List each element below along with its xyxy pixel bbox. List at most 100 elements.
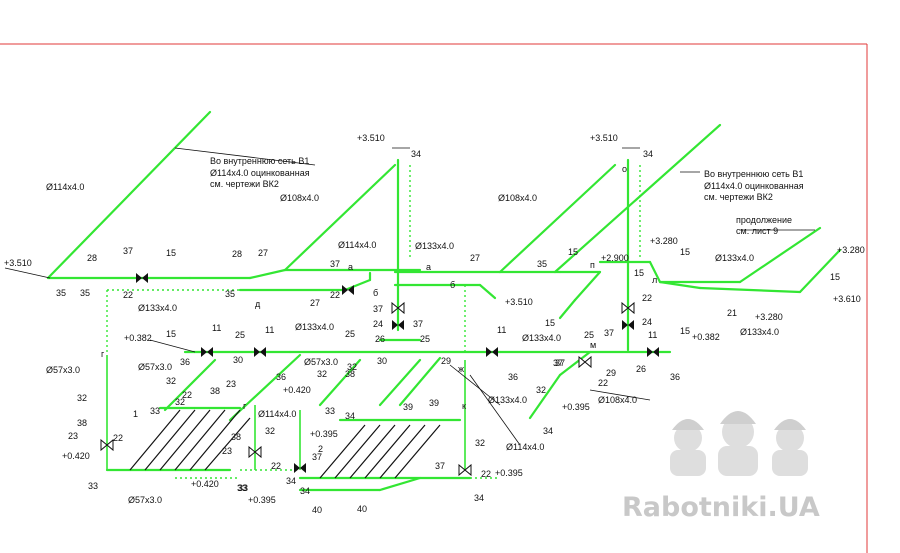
valve-symbol (486, 347, 498, 357)
point-letter: м (590, 340, 596, 350)
item-number: 22 (123, 290, 133, 300)
item-number: 26 (636, 364, 646, 374)
item-number: 32 (347, 362, 357, 372)
point-letter: а (426, 262, 431, 272)
item-number: 40 (312, 505, 322, 515)
item-number: 37 (435, 461, 445, 471)
item-number: 38 (345, 369, 355, 379)
pipe-label: Ø108х4.0 (598, 395, 637, 405)
item-number: 36 (508, 372, 518, 382)
item-number: 15 (568, 247, 578, 257)
valve-symbol (201, 347, 213, 357)
pipe-label: Ø133х4.0 (715, 253, 754, 263)
point-letter: г (101, 349, 105, 359)
item-number: 35 (56, 288, 66, 298)
item-number: 35 (537, 259, 547, 269)
item-number: 21 (727, 308, 737, 318)
item-number: 22 (481, 469, 491, 479)
point-letter: г (243, 401, 247, 411)
item-number: 38 (210, 386, 220, 396)
pipe-label: Ø133х4.0 (295, 322, 334, 332)
elevation-label: +2.900 (601, 253, 629, 263)
valve-symbol (100, 438, 114, 452)
point-letter: п (590, 260, 595, 270)
item-number: 15 (166, 329, 176, 339)
item-number: 27 (470, 253, 480, 263)
note-left-top: Во внутреннюю сеть В1 (210, 156, 309, 166)
pipe-label: Ø114х4.0 (506, 442, 544, 452)
item-number: 37 (373, 304, 383, 314)
point-letter: к (462, 401, 466, 411)
item-number: 39 (429, 398, 439, 408)
item-number: 37 (123, 246, 133, 256)
item-number: 27 (258, 248, 268, 258)
pipe-label: Ø57х3.0 (304, 357, 338, 367)
point-letter: л (652, 275, 657, 285)
item-number: 37 (413, 319, 423, 329)
item-number: 22 (271, 461, 281, 471)
pipe-label: Ø108х4.0 (498, 193, 537, 203)
item-number: 22 (113, 433, 123, 443)
item-number: 22 (330, 290, 340, 300)
item-number: 25 (584, 330, 594, 340)
item-number: 30 (233, 355, 243, 365)
elevation-label: +0.395 (562, 402, 590, 412)
item-number: 23 (222, 446, 232, 456)
elevation-label: +3.610 (833, 294, 861, 304)
item-number: 11 (212, 323, 221, 333)
valve-symbol (622, 320, 634, 330)
item-number: 22 (598, 378, 608, 388)
elevation-label: +3.280 (755, 312, 783, 322)
item-number: 32 (77, 393, 87, 403)
note-right-mid: Ø114х4.0 оцинкованная (704, 181, 804, 191)
pipe-label: Ø114х4.0 (46, 182, 84, 192)
item-number: 37 (312, 452, 322, 462)
item-number: 2 (318, 444, 323, 454)
item-number: 36 (670, 372, 680, 382)
elevation-label: +3.510 (357, 133, 385, 143)
elevation-label: +3.510 (4, 258, 32, 268)
valve-symbol (248, 445, 262, 459)
elevation-label: +0.382 (692, 332, 720, 342)
item-number: 34 (345, 411, 355, 421)
elevation-label: +0.395 (495, 468, 523, 478)
item-number: 34 (543, 426, 553, 436)
note-continue-2: см. лист 9 (736, 226, 778, 236)
point-letter: б (373, 288, 378, 298)
pipe-label: Ø57х3.0 (46, 365, 80, 375)
valve-symbol (458, 463, 472, 477)
pipe-network (46, 110, 842, 492)
item-number: 32 (536, 385, 546, 395)
item-number: 34 (286, 476, 296, 486)
item-number: 38 (231, 432, 241, 442)
pipe-label: Ø57х3.0 (128, 495, 162, 505)
note-left-mid: Ø114х4.0 оцинкованная (210, 168, 310, 178)
item-number: 37 (330, 259, 340, 269)
item-number: 37 (604, 328, 614, 338)
three-workers-helmet-icon (670, 411, 808, 476)
sheet-frame (0, 43, 868, 553)
elevation-label: +0.395 (248, 495, 276, 505)
item-number: 24 (642, 317, 652, 327)
pipe-label: Ø133х4.0 (488, 395, 527, 405)
valve-symbol (578, 355, 592, 369)
elevation-label: +0.420 (283, 385, 311, 395)
item-number: 25 (420, 334, 430, 344)
valve-symbol (621, 301, 635, 315)
item-number: 11 (265, 325, 274, 335)
item-number: 37 (555, 358, 565, 368)
item-number: 15 (680, 326, 690, 336)
item-number: 15 (545, 318, 555, 328)
point-letter: д (255, 299, 261, 309)
item-number: 34 (300, 486, 310, 496)
item-number: 35 (225, 289, 235, 299)
item-number: 25 (235, 330, 245, 340)
item-number: 35 (80, 288, 90, 298)
leader-lines (4, 147, 815, 446)
item-number: 24 (373, 319, 383, 329)
item-number: 22 (182, 390, 192, 400)
elevation-label: +0.420 (191, 479, 219, 489)
valve-symbol (254, 347, 266, 357)
item-number: 23 (68, 431, 78, 441)
